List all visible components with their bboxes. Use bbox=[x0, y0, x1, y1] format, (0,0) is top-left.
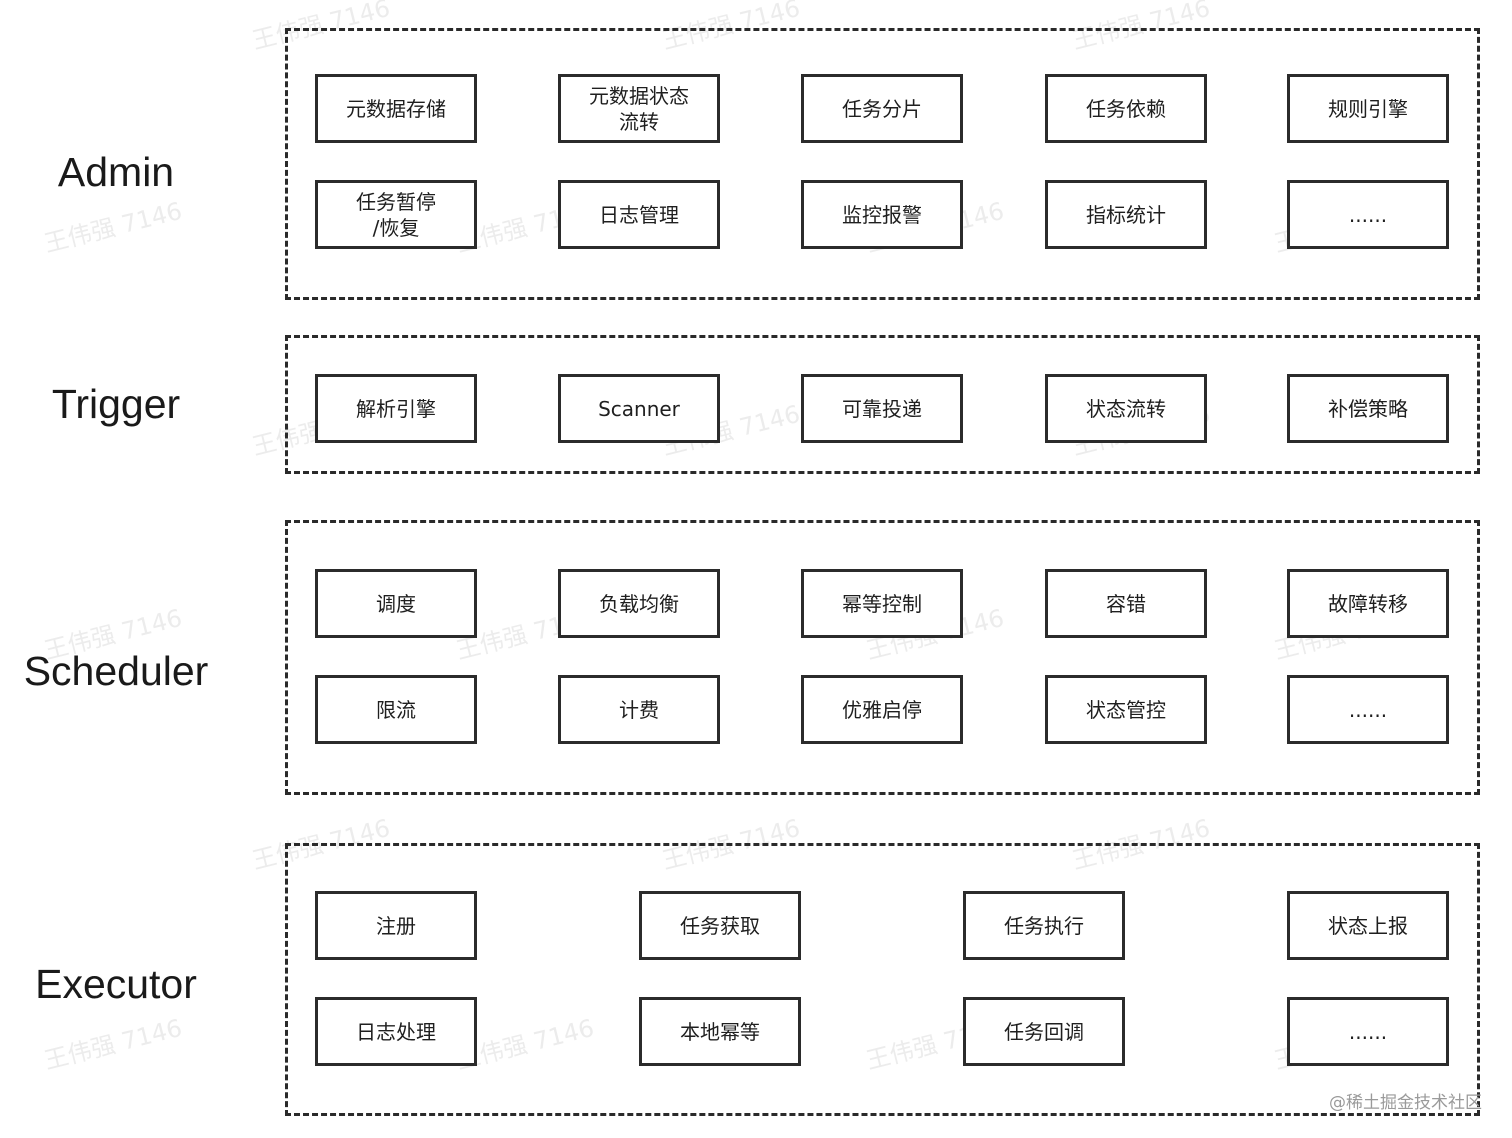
module-box: 元数据存储 bbox=[315, 74, 477, 143]
module-box: 规则引擎 bbox=[1287, 74, 1449, 143]
module-box: 调度 bbox=[315, 569, 477, 638]
module-box: 幂等控制 bbox=[801, 569, 963, 638]
layer-frame-scheduler bbox=[285, 520, 1480, 795]
module-box: 监控报警 bbox=[801, 180, 963, 249]
module-box: 本地幂等 bbox=[639, 997, 801, 1066]
module-box: 任务依赖 bbox=[1045, 74, 1207, 143]
layer-frame-admin bbox=[285, 28, 1480, 300]
module-box: 故障转移 bbox=[1287, 569, 1449, 638]
module-box: 日志处理 bbox=[315, 997, 477, 1066]
layer-frame-trigger bbox=[285, 335, 1480, 474]
layer-label-scheduler: Scheduler bbox=[23, 648, 209, 694]
layer-label-trigger: Trigger bbox=[51, 381, 181, 427]
module-box: 计费 bbox=[558, 675, 720, 744]
module-box: 限流 bbox=[315, 675, 477, 744]
module-box: 可靠投递 bbox=[801, 374, 963, 443]
module-box: ...... bbox=[1287, 997, 1449, 1066]
watermark: 王伟强 7146 bbox=[41, 196, 185, 258]
module-box: ...... bbox=[1287, 180, 1449, 249]
layer-frame-executor bbox=[285, 843, 1480, 1116]
module-box: 任务暂停 /恢复 bbox=[315, 180, 477, 249]
layer-label-executor: Executor bbox=[35, 961, 197, 1007]
module-box: 任务执行 bbox=[963, 891, 1125, 960]
module-box: 优雅启停 bbox=[801, 675, 963, 744]
module-box: 状态流转 bbox=[1045, 374, 1207, 443]
source-credit: @稀土掘金技术社区 bbox=[1329, 1093, 1482, 1113]
module-box: 任务获取 bbox=[639, 891, 801, 960]
module-box: 状态管控 bbox=[1045, 675, 1207, 744]
module-box: 解析引擎 bbox=[315, 374, 477, 443]
module-box: ...... bbox=[1287, 675, 1449, 744]
module-box: 补偿策略 bbox=[1287, 374, 1449, 443]
layer-label-admin: Admin bbox=[57, 149, 175, 195]
module-box: 负载均衡 bbox=[558, 569, 720, 638]
watermark: 王伟强 7146 bbox=[41, 1013, 185, 1075]
module-box: 元数据状态 流转 bbox=[558, 74, 720, 143]
module-box: 日志管理 bbox=[558, 180, 720, 249]
module-box: 注册 bbox=[315, 891, 477, 960]
module-box: 任务回调 bbox=[963, 997, 1125, 1066]
module-box: 状态上报 bbox=[1287, 891, 1449, 960]
module-box: 容错 bbox=[1045, 569, 1207, 638]
module-box: 任务分片 bbox=[801, 74, 963, 143]
module-box: 指标统计 bbox=[1045, 180, 1207, 249]
module-box: Scanner bbox=[558, 374, 720, 443]
